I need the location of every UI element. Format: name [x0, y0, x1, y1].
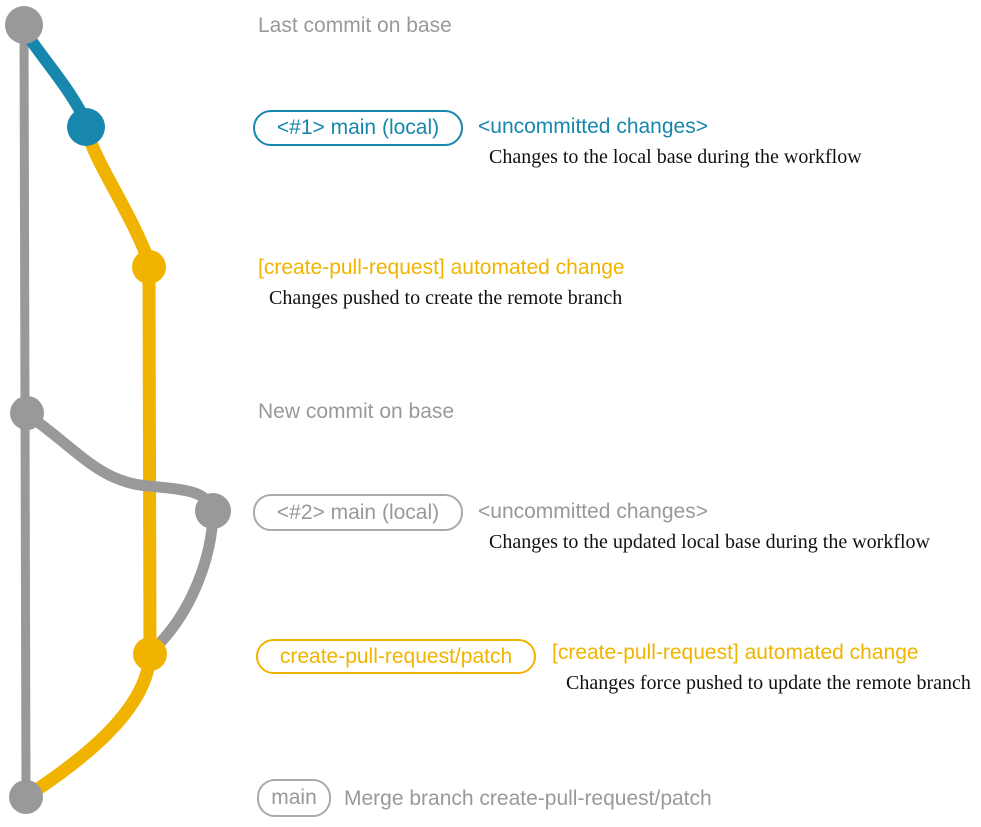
branch-badge-main: main	[257, 779, 331, 817]
commit-node-main-local-1	[67, 108, 105, 146]
commit-title-merge: Merge branch create-pull-request/patch	[344, 787, 712, 810]
commit-node-new-commit-on-base	[10, 396, 44, 430]
commit-description-uncommitted-2: Changes to the updated local base during…	[489, 531, 930, 553]
commit-node-merge	[9, 780, 43, 814]
commit-node-create-pull-request-2	[133, 637, 167, 671]
branch-curve-base-update	[21, 408, 219, 517]
commit-node-last-commit-on-base	[5, 6, 43, 44]
branch-curve-to-patch	[79, 121, 156, 269]
branch-badge-main-local-2: <#2> main (local)	[253, 494, 463, 531]
branch-badge-main-local-1: <#1> main (local)	[253, 110, 463, 146]
branch-curve-uncommitted	[18, 24, 92, 128]
commit-description-uncommitted-1: Changes to the local base during the wor…	[489, 146, 862, 168]
commit-node-create-pull-request-1	[132, 250, 166, 284]
branch-curve-rebase	[147, 507, 219, 656]
commit-title-uncommitted-2: <uncommitted changes>	[478, 500, 708, 523]
git-graph	[5, 6, 231, 814]
commit-description-automated-2: Changes force pushed to update the remot…	[566, 672, 971, 694]
commit-node-main-local-2	[195, 493, 231, 529]
commit-title-uncommitted-1: <uncommitted changes>	[478, 115, 708, 138]
branch-badge-create-pull-request-patch: create-pull-request/patch	[256, 639, 536, 674]
new-commit-label: New commit on base	[258, 400, 455, 423]
commit-title-automated-2: [create-pull-request] automated change	[552, 641, 919, 664]
branch-curve-merge	[22, 649, 157, 802]
branch-line-patch	[142, 260, 157, 661]
commit-title-automated-1: [create-pull-request] automated change	[258, 256, 625, 279]
commit-description-automated-1: Changes pushed to create the remote bran…	[269, 287, 623, 309]
last-commit-label: Last commit on base	[258, 14, 452, 37]
